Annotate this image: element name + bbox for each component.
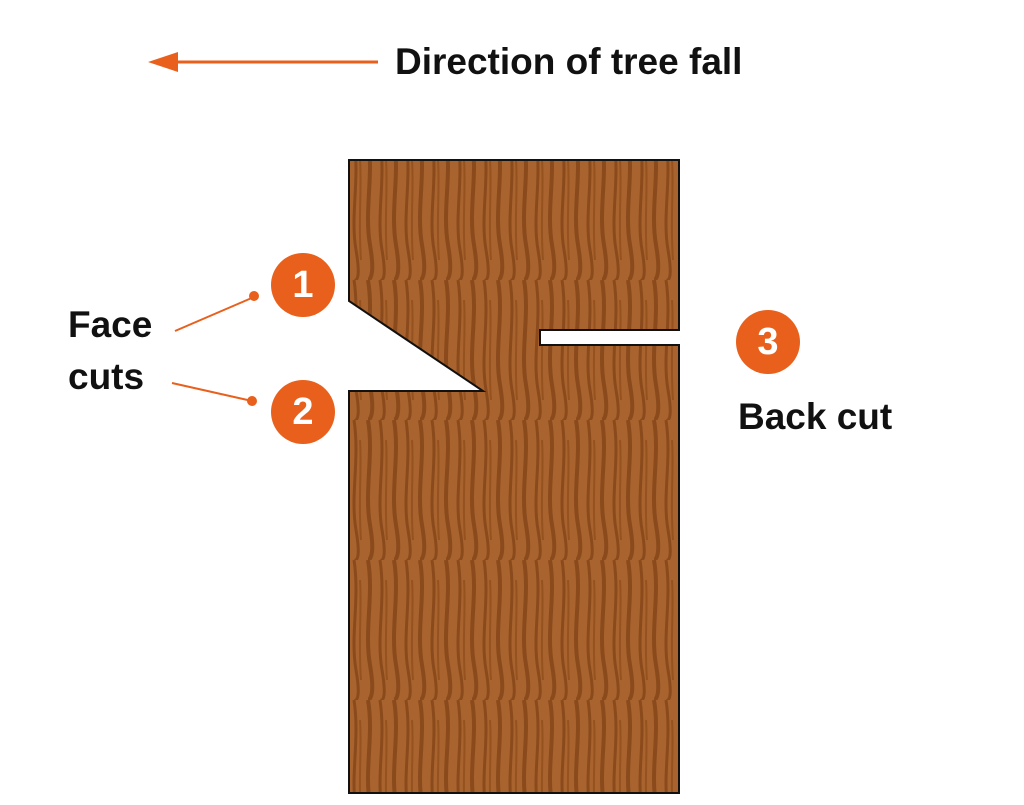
face-cut-leader-1 <box>174 291 259 332</box>
back-cut-label: Back cut <box>738 396 893 437</box>
tree-trunk <box>348 159 680 794</box>
step-badge-2: 2 <box>271 380 335 444</box>
diagram-title: Direction of tree fall <box>395 41 743 82</box>
face-cuts-label-line2: cuts <box>68 356 145 397</box>
step-badge-3: 3 <box>736 310 800 374</box>
direction-arrow <box>148 52 378 72</box>
face-cut-leader-2 <box>171 382 257 406</box>
step-badge-1: 1 <box>271 253 335 317</box>
face-cuts-label-line1: Face <box>68 304 153 345</box>
